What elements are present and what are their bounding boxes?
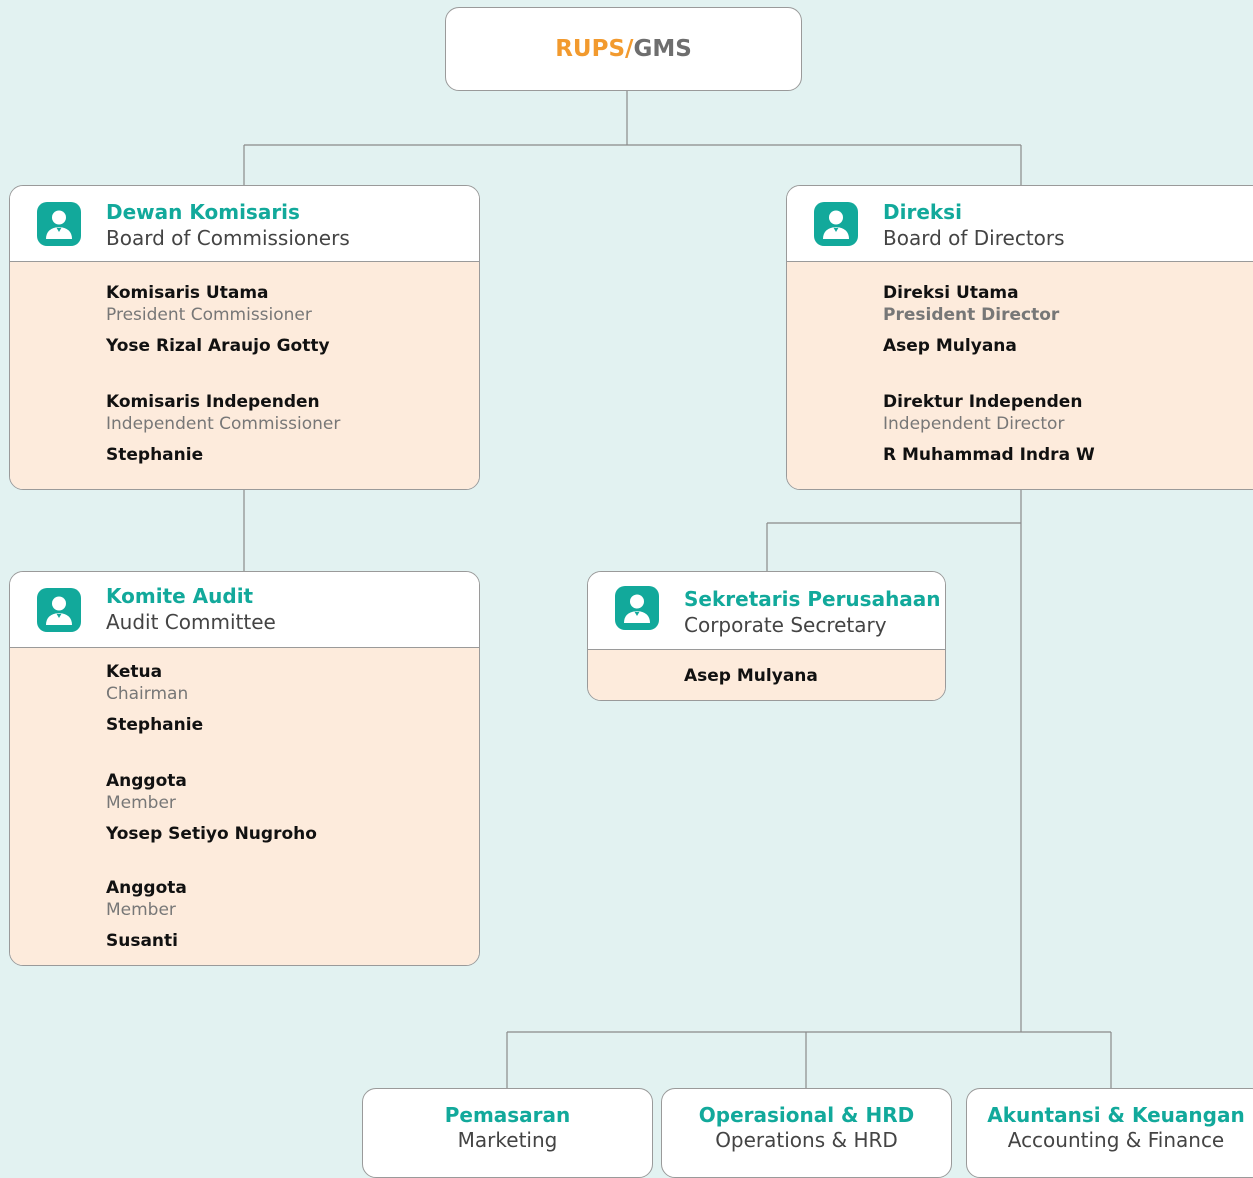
- member-role-id: Direksi Utama: [883, 283, 1019, 303]
- member-role-en: Independent Commissioner: [106, 414, 341, 434]
- gms-label-gms: GMS: [633, 36, 692, 62]
- secretary-subtitle: Corporate Secretary: [684, 613, 887, 637]
- person-avatar-icon: [37, 588, 81, 632]
- member-entry: Anggota Member Yosep Setiyo Nugroho: [106, 770, 317, 845]
- gms-label-rups: RUPS/: [555, 36, 634, 62]
- member-role-en: President Director: [883, 305, 1060, 325]
- secretary-card: Sekretaris Perusahaan Corporate Secretar…: [587, 571, 946, 701]
- audit-committee-card: Komite Audit Audit Committee Ketua Chair…: [9, 571, 480, 966]
- audit-title: Komite Audit: [106, 584, 254, 608]
- member-name: Yose Rizal Araujo Gotty: [106, 336, 330, 356]
- member-entry: Komisaris Independen Independent Commiss…: [106, 391, 340, 466]
- audit-subtitle: Audit Committee: [106, 610, 276, 634]
- member-role-en: Independent Director: [883, 414, 1065, 434]
- member-name: Stephanie: [106, 445, 204, 465]
- gms-box: RUPS/GMS: [445, 7, 802, 91]
- department-title: Pemasaran: [444, 1103, 571, 1127]
- member-role-id: Komisaris Independen: [106, 392, 320, 412]
- department-title: Operasional & HRD: [698, 1103, 915, 1127]
- member-name: R Muhammad Indra W: [883, 445, 1095, 465]
- secretary-title: Sekretaris Perusahaan: [684, 587, 941, 611]
- member-role-en: Chairman: [106, 684, 189, 704]
- member-name: Yosep Setiyo Nugroho: [106, 824, 317, 844]
- department-marketing: Pemasaran Marketing: [362, 1088, 653, 1178]
- member-name: Susanti: [106, 931, 178, 951]
- member-role-id: Anggota: [106, 878, 187, 898]
- member-name: Asep Mulyana: [883, 336, 1017, 356]
- commissioners-card: Dewan Komisaris Board of Commissioners K…: [9, 185, 480, 490]
- department-subtitle: Accounting & Finance: [1007, 1128, 1225, 1152]
- commissioners-header: Dewan Komisaris Board of Commissioners: [10, 186, 479, 262]
- member-name: Asep Mulyana: [684, 666, 818, 686]
- department-accounting: Akuntansi & Keuangan Accounting & Financ…: [966, 1088, 1253, 1178]
- member-role-id: Ketua: [106, 662, 163, 682]
- commissioners-subtitle: Board of Commissioners: [106, 226, 350, 250]
- member-name: Stephanie: [106, 715, 204, 735]
- member-entry: Asep Mulyana: [684, 665, 818, 687]
- member-role-en: Member: [106, 793, 176, 813]
- person-avatar-icon: [37, 202, 81, 246]
- member-role-en: Member: [106, 900, 176, 920]
- directors-header: Direksi Board of Directors: [787, 186, 1253, 262]
- department-title: Akuntansi & Keuangan: [987, 1103, 1245, 1127]
- audit-header: Komite Audit Audit Committee: [10, 572, 479, 648]
- commissioners-title: Dewan Komisaris: [106, 200, 300, 224]
- member-entry: Anggota Member Susanti: [106, 877, 187, 952]
- member-entry: Komisaris Utama President Commissioner Y…: [106, 282, 330, 357]
- directors-title: Direksi: [883, 200, 962, 224]
- member-role-en: President Commissioner: [106, 305, 312, 325]
- secretary-header: Sekretaris Perusahaan Corporate Secretar…: [588, 572, 945, 650]
- directors-card: Direksi Board of Directors Direksi Utama…: [786, 185, 1253, 490]
- department-subtitle: Marketing: [457, 1128, 558, 1152]
- secretary-members: Asep Mulyana: [588, 650, 945, 700]
- commissioners-members: Komisaris Utama President Commissioner Y…: [10, 262, 479, 489]
- member-entry: Ketua Chairman Stephanie: [106, 661, 203, 736]
- person-avatar-icon: [814, 202, 858, 246]
- department-subtitle: Operations & HRD: [715, 1128, 898, 1152]
- audit-members: Ketua Chairman Stephanie Anggota Member …: [10, 648, 479, 965]
- directors-subtitle: Board of Directors: [883, 226, 1065, 250]
- person-avatar-icon: [615, 586, 659, 630]
- member-role-id: Anggota: [106, 771, 187, 791]
- member-entry: Direksi Utama President Director Asep Mu…: [883, 282, 1059, 357]
- directors-members: Direksi Utama President Director Asep Mu…: [787, 262, 1253, 489]
- department-operations: Operasional & HRD Operations & HRD: [661, 1088, 952, 1178]
- member-entry: Direktur Independen Independent Director…: [883, 391, 1095, 466]
- member-role-id: Direktur Independen: [883, 392, 1083, 412]
- member-role-id: Komisaris Utama: [106, 283, 269, 303]
